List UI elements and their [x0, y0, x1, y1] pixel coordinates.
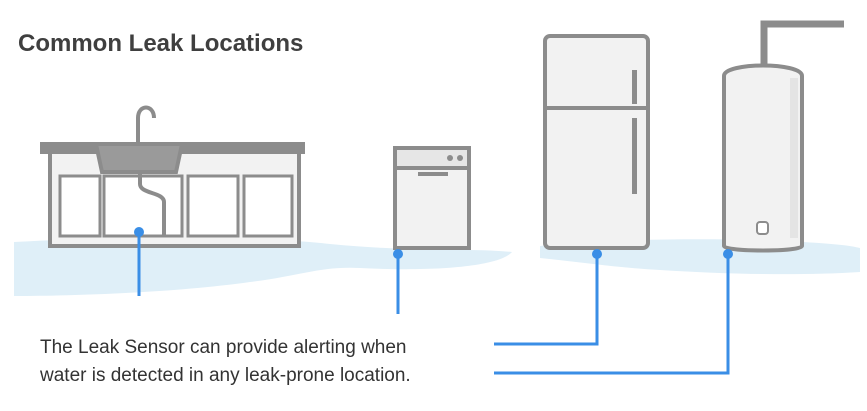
water-heater-tank	[722, 63, 804, 253]
fridge-body	[543, 34, 650, 250]
caption-line-1: The Leak Sensor can provide alerting whe…	[40, 337, 407, 358]
drain-pipe	[138, 172, 166, 236]
sensor-dots	[134, 227, 733, 259]
sensor-dot-fridge	[592, 249, 602, 259]
fridge-handle-top	[632, 70, 637, 104]
sensor-dot-sink	[134, 227, 144, 237]
dishwasher-button-1	[447, 155, 453, 161]
fridge-handle-bottom	[632, 118, 637, 194]
leader-fridge	[494, 254, 599, 346]
caption: The Leak Sensor can provide alerting whe…	[40, 334, 411, 390]
cabinet-door-3	[186, 174, 240, 238]
kitchen-sink-cabinet-icon	[40, 105, 305, 248]
sink-basin	[93, 142, 185, 174]
sensor-dot-dishwasher	[393, 249, 403, 259]
water-heater-highlight	[790, 78, 798, 238]
sensor-leader-lines	[137, 232, 730, 375]
diagram-title: Common Leak Locations	[18, 30, 304, 57]
refrigerator-icon	[543, 34, 650, 250]
cabinet-door-2	[102, 174, 184, 238]
water-heater-icon	[722, 20, 844, 253]
cabinet-door-1	[58, 174, 102, 238]
water-heater-pipe	[760, 20, 844, 66]
dishwasher-button-2	[457, 155, 463, 161]
dishwasher-panel	[393, 146, 471, 170]
water-heater-control	[756, 221, 769, 235]
dishwasher-handle	[418, 172, 448, 176]
dishwasher-icon	[393, 146, 471, 250]
caption-line-2: water is detected in any leak-prone loca…	[40, 365, 411, 386]
cabinet-door-4	[242, 174, 294, 238]
leader-water-heater	[494, 254, 730, 375]
sensor-dot-water-heater	[723, 249, 733, 259]
faucet	[136, 105, 156, 144]
